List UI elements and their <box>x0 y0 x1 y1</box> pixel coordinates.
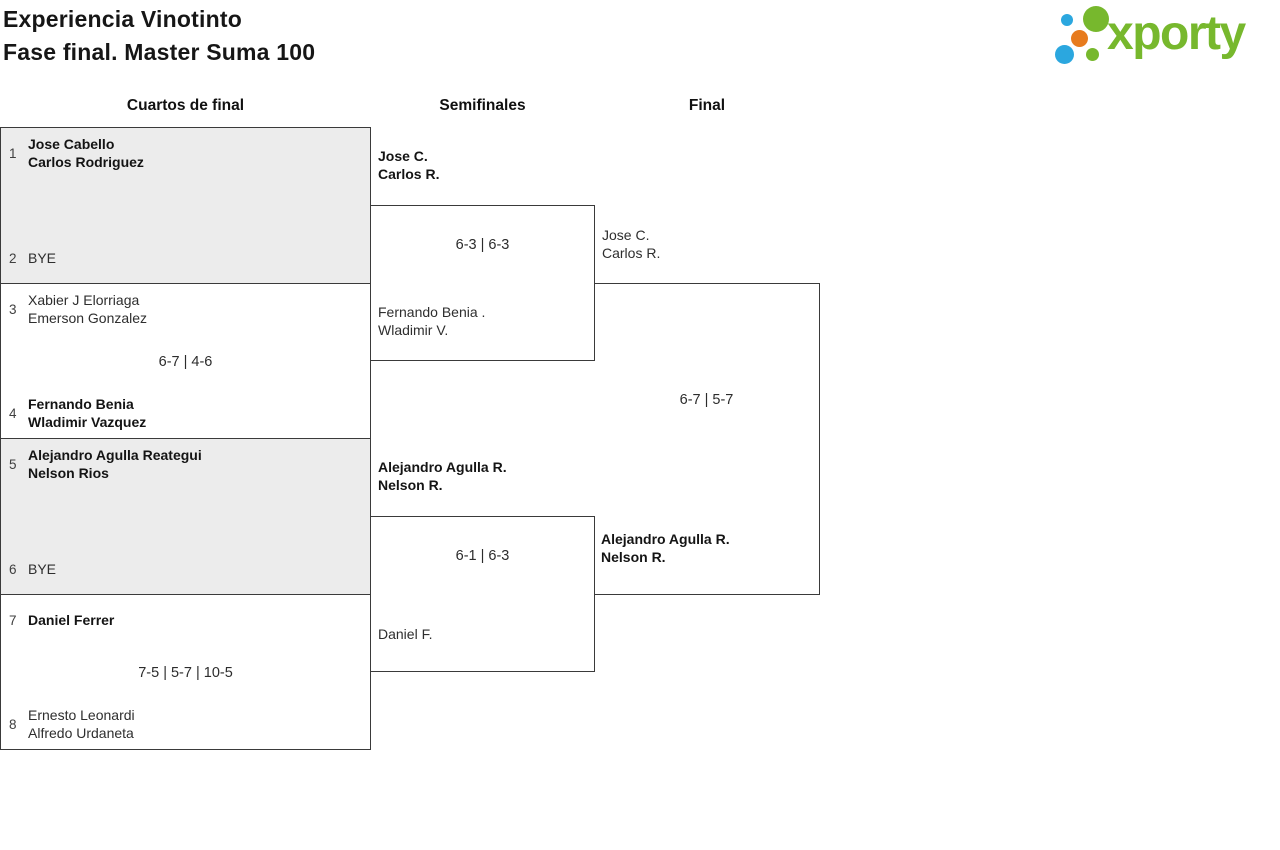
quarterfinal-match-3[interactable]: 5 Alejandro Agulla Reategui Nelson Rios … <box>0 438 371 595</box>
quarterfinal-match-2[interactable]: 3 Xabier J Elorriaga Emerson Gonzalez 6-… <box>0 283 371 439</box>
player-name: Alejandro Agulla Reategui <box>28 447 202 463</box>
final-bottom-team: Alejandro Agulla R. Nelson R. <box>601 530 730 566</box>
quarterfinal-match-1[interactable]: 1 Jose Cabello Carlos Rodriguez 2 BYE <box>0 127 371 284</box>
team-slot: 6 BYE <box>1 551 370 587</box>
semifinal-match-2[interactable]: 6-1 | 6-3 Daniel F. <box>370 516 595 672</box>
logo-dot-blue-large <box>1055 45 1074 64</box>
player-name: Daniel Ferrer <box>28 612 115 628</box>
match-score: 6-7 | 5-7 <box>679 392 734 408</box>
round-header-final: Final <box>688 97 726 114</box>
player-name: Daniel F. <box>378 626 433 642</box>
player-name: Xabier J Elorriaga <box>28 292 140 308</box>
player-name: Wladimir Vazquez <box>28 414 147 430</box>
seed-number: 4 <box>9 405 17 421</box>
logo-dot-green-large <box>1083 6 1109 32</box>
seed-number: 8 <box>9 716 17 732</box>
seed-number: 6 <box>9 561 17 577</box>
player-name: BYE <box>28 561 57 577</box>
player-name: Alejandro Agulla R. <box>378 459 507 475</box>
match-score: 6-1 | 6-3 <box>455 548 510 564</box>
player-name: Fernando Benia <box>28 396 134 412</box>
round-header-semifinales: Semifinales <box>439 97 526 114</box>
team-slot: 8 Ernesto Leonardi Alfredo Urdaneta <box>1 706 370 742</box>
seed-number: 7 <box>9 612 17 628</box>
xporty-logo[interactable]: xporty <box>1050 1 1279 69</box>
semifinal-2-bottom-team: Daniel F. <box>378 625 432 643</box>
player-name: Carlos Rodriguez <box>28 154 144 170</box>
team-slot: 7 Daniel Ferrer <box>1 602 370 638</box>
player-name: Nelson R. <box>601 549 666 565</box>
player-name: Carlos R. <box>378 166 440 182</box>
semifinal-match-1[interactable]: 6-3 | 6-3 Fernando Benia . Wladimir V. <box>370 205 595 361</box>
quarterfinal-match-4[interactable]: 7 Daniel Ferrer 7-5 | 5-7 | 10-5 8 Ernes… <box>0 594 371 750</box>
logo-dot-blue-small <box>1061 14 1073 26</box>
seed-number: 3 <box>9 301 17 317</box>
team-slot: 1 Jose Cabello Carlos Rodriguez <box>1 135 370 171</box>
final-match[interactable]: 6-7 | 5-7 Alejandro Agulla R. Nelson R. <box>594 283 820 595</box>
team-slot: 2 BYE <box>1 240 370 276</box>
team-slot: 3 Xabier J Elorriaga Emerson Gonzalez <box>1 291 370 327</box>
player-name: Ernesto Leonardi <box>28 707 135 723</box>
seed-number: 1 <box>9 145 17 161</box>
player-name: Alejandro Agulla R. <box>601 531 730 547</box>
player-name: Jose C. <box>378 148 428 164</box>
player-name: Nelson R. <box>378 477 443 493</box>
final-top-team: Jose C. Carlos R. <box>602 226 660 262</box>
logo-wordmark: xporty <box>1107 7 1246 60</box>
team-slot: 5 Alejandro Agulla Reategui Nelson Rios <box>1 446 370 482</box>
seed-number: 5 <box>9 456 17 472</box>
player-name: Jose Cabello <box>28 136 115 152</box>
title-block: Experiencia Vinotinto Fase final. Master… <box>3 3 315 69</box>
match-score: 7-5 | 5-7 | 10-5 <box>138 665 233 681</box>
semifinal-1-top-team: Jose C. Carlos R. <box>378 147 439 183</box>
player-name: Nelson Rios <box>28 465 109 481</box>
semifinal-1-bottom-team: Fernando Benia . Wladimir V. <box>378 303 485 339</box>
tournament-subtitle: Fase final. Master Suma 100 <box>3 39 316 65</box>
semifinal-2-top-team: Alejandro Agulla R. Nelson R. <box>378 458 507 494</box>
match-score: 6-7 | 4-6 <box>158 354 213 370</box>
logo-dot-green-small <box>1086 48 1099 61</box>
logo-dot-orange <box>1071 30 1088 47</box>
player-name: Wladimir V. <box>378 322 449 338</box>
player-name: Emerson Gonzalez <box>28 310 148 326</box>
tournament-title: Experiencia Vinotinto <box>3 6 242 32</box>
seed-number: 2 <box>9 250 17 266</box>
round-header-cuartos: Cuartos de final <box>126 97 245 114</box>
player-name: Carlos R. <box>602 245 661 261</box>
player-name: BYE <box>28 250 57 266</box>
match-score: 6-3 | 6-3 <box>455 237 510 253</box>
player-name: Alfredo Urdaneta <box>28 725 134 741</box>
player-name: Jose C. <box>602 227 650 243</box>
team-slot: 4 Fernando Benia Wladimir Vazquez <box>1 395 370 431</box>
player-name: Fernando Benia . <box>378 304 486 320</box>
